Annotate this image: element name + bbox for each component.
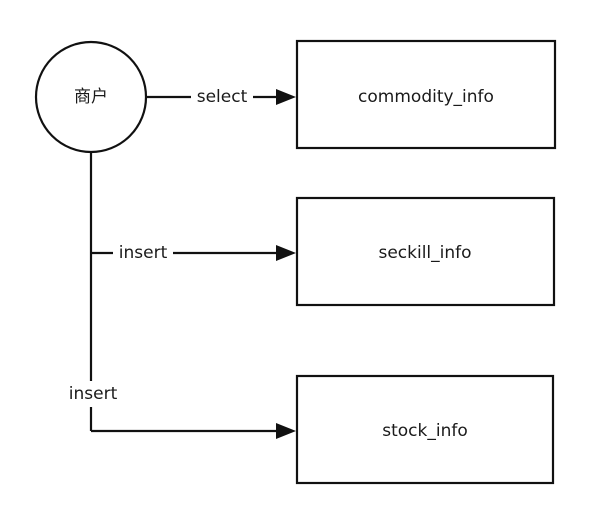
edge-select-commodity: select <box>146 84 296 110</box>
entity-label: seckill_info <box>378 243 471 263</box>
actor-label: 商户 <box>74 87 108 107</box>
entity-stock-info: stock_info <box>295 374 555 485</box>
arrowhead <box>276 245 296 261</box>
entity-box <box>295 39 557 150</box>
edge-label-select: select <box>197 87 248 107</box>
entity-label: stock_info <box>382 421 468 441</box>
edge-insert-stock: insert <box>63 381 296 439</box>
edge-label-background <box>63 381 123 407</box>
edge-label-insert-seckill: insert <box>119 243 168 263</box>
entity-label: commodity_info <box>358 87 494 107</box>
edge-label-background <box>191 84 253 110</box>
entity-seckill-info: seckill_info <box>295 196 556 307</box>
edge-label-background <box>113 240 173 266</box>
edge-insert-seckill: insert <box>91 240 296 266</box>
arrowhead <box>276 89 296 105</box>
entity-commodity-info: commodity_info <box>295 39 557 150</box>
entity-box <box>295 374 555 485</box>
actor-node: 商户 <box>34 40 148 154</box>
arrowhead <box>276 423 296 439</box>
edge-label-insert-stock: insert <box>69 384 118 404</box>
entity-box <box>295 196 556 307</box>
